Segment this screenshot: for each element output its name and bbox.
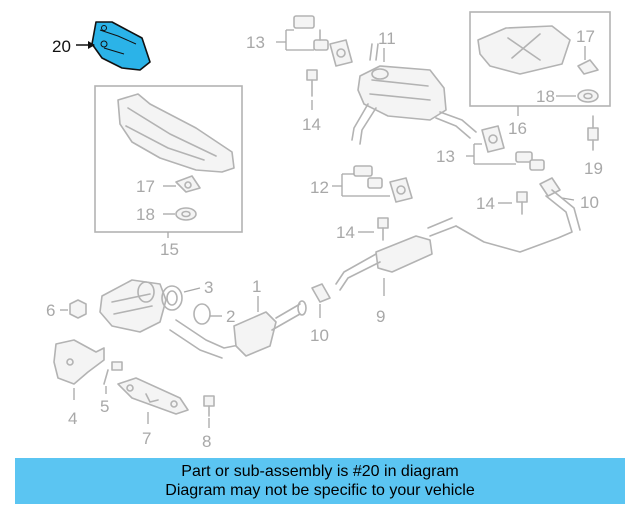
callout-8: 8 [202,432,211,451]
callout-18a: 18 [136,205,155,224]
rear-muffler-part-11[interactable] [351,43,477,145]
gasket-part-3[interactable] [161,285,183,311]
bolt-part-14b[interactable] [516,191,528,215]
callout-leader-10a [561,197,575,201]
banner-line-2: Diagram may not be specific to your vehi… [165,482,475,499]
callout-5: 5 [100,397,109,416]
front-pipe-part-1[interactable] [169,300,307,359]
callout-4: 4 [68,409,77,428]
rubber-mount-part-12[interactable] [389,177,413,203]
callout-11: 11 [378,29,396,48]
bolt-part-8[interactable] [203,395,215,417]
gasket-part-2[interactable] [193,303,211,325]
callout-2: 2 [226,307,235,326]
nut-part-6[interactable] [69,299,87,319]
stud-part-19[interactable] [587,115,599,151]
callout-14b: 14 [476,194,495,213]
bolt-part-5[interactable] [103,361,123,385]
callout-10a: 10 [580,193,599,212]
callout-1: 1 [252,277,261,296]
detail-box-16 [469,11,611,107]
callout-leader-13a [276,29,314,51]
grommet-part-18a[interactable] [175,207,197,221]
bolt-part-14a[interactable] [306,69,318,97]
clip-part-13a[interactable] [293,15,329,51]
callout-leader-3 [183,287,201,293]
banner-line-1: Part or sub-assembly is #20 in diagram [181,463,459,480]
center-muffler-part-9[interactable] [335,189,581,291]
clip-part-13b[interactable] [515,151,545,171]
bracket-part-17a[interactable] [175,175,201,193]
callout-14c: 14 [336,223,355,242]
heat-shield-part-15[interactable] [117,93,235,173]
callout-12: 12 [310,178,329,197]
callout-3: 3 [204,278,213,297]
callout-arrow-20 [88,41,95,49]
bracket-part-4[interactable] [53,339,105,385]
heat-shield-part-16[interactable] [477,25,571,75]
exhaust-parts-diagram: 20 17 18 15 13 [46,11,611,451]
callout-leader-12 [332,173,390,197]
callout-13a: 13 [246,33,265,52]
callout-17b: 17 [576,27,595,46]
callout-16: 16 [508,119,527,138]
grommet-part-18b[interactable] [577,89,599,103]
converter-housing [99,279,167,333]
callout-15: 15 [160,240,179,259]
callout-18b: 18 [536,87,555,106]
callout-10b: 10 [310,326,329,345]
callout-9: 9 [376,307,385,326]
callout-7: 7 [142,429,151,448]
bracket-part-7[interactable] [117,377,189,415]
callout-13b: 13 [436,147,455,166]
clip-part-12[interactable] [353,165,383,189]
info-banner: Part or sub-assembly is #20 in diagram D… [15,458,625,504]
callout-leader-13b [466,143,516,165]
rubber-mount-part-13a[interactable] [329,39,353,67]
heat-shield-part-20[interactable] [91,21,151,71]
callout-14a: 14 [302,115,321,134]
bolt-part-14c[interactable] [377,217,389,241]
callout-19: 19 [584,159,603,178]
rubber-mount-part-13b[interactable] [481,125,505,153]
callout-17a: 17 [136,177,155,196]
callout-6: 6 [46,301,55,320]
callout-20: 20 [52,37,71,56]
bracket-part-17b[interactable] [577,59,599,75]
clamp-part-10b[interactable] [311,283,331,303]
